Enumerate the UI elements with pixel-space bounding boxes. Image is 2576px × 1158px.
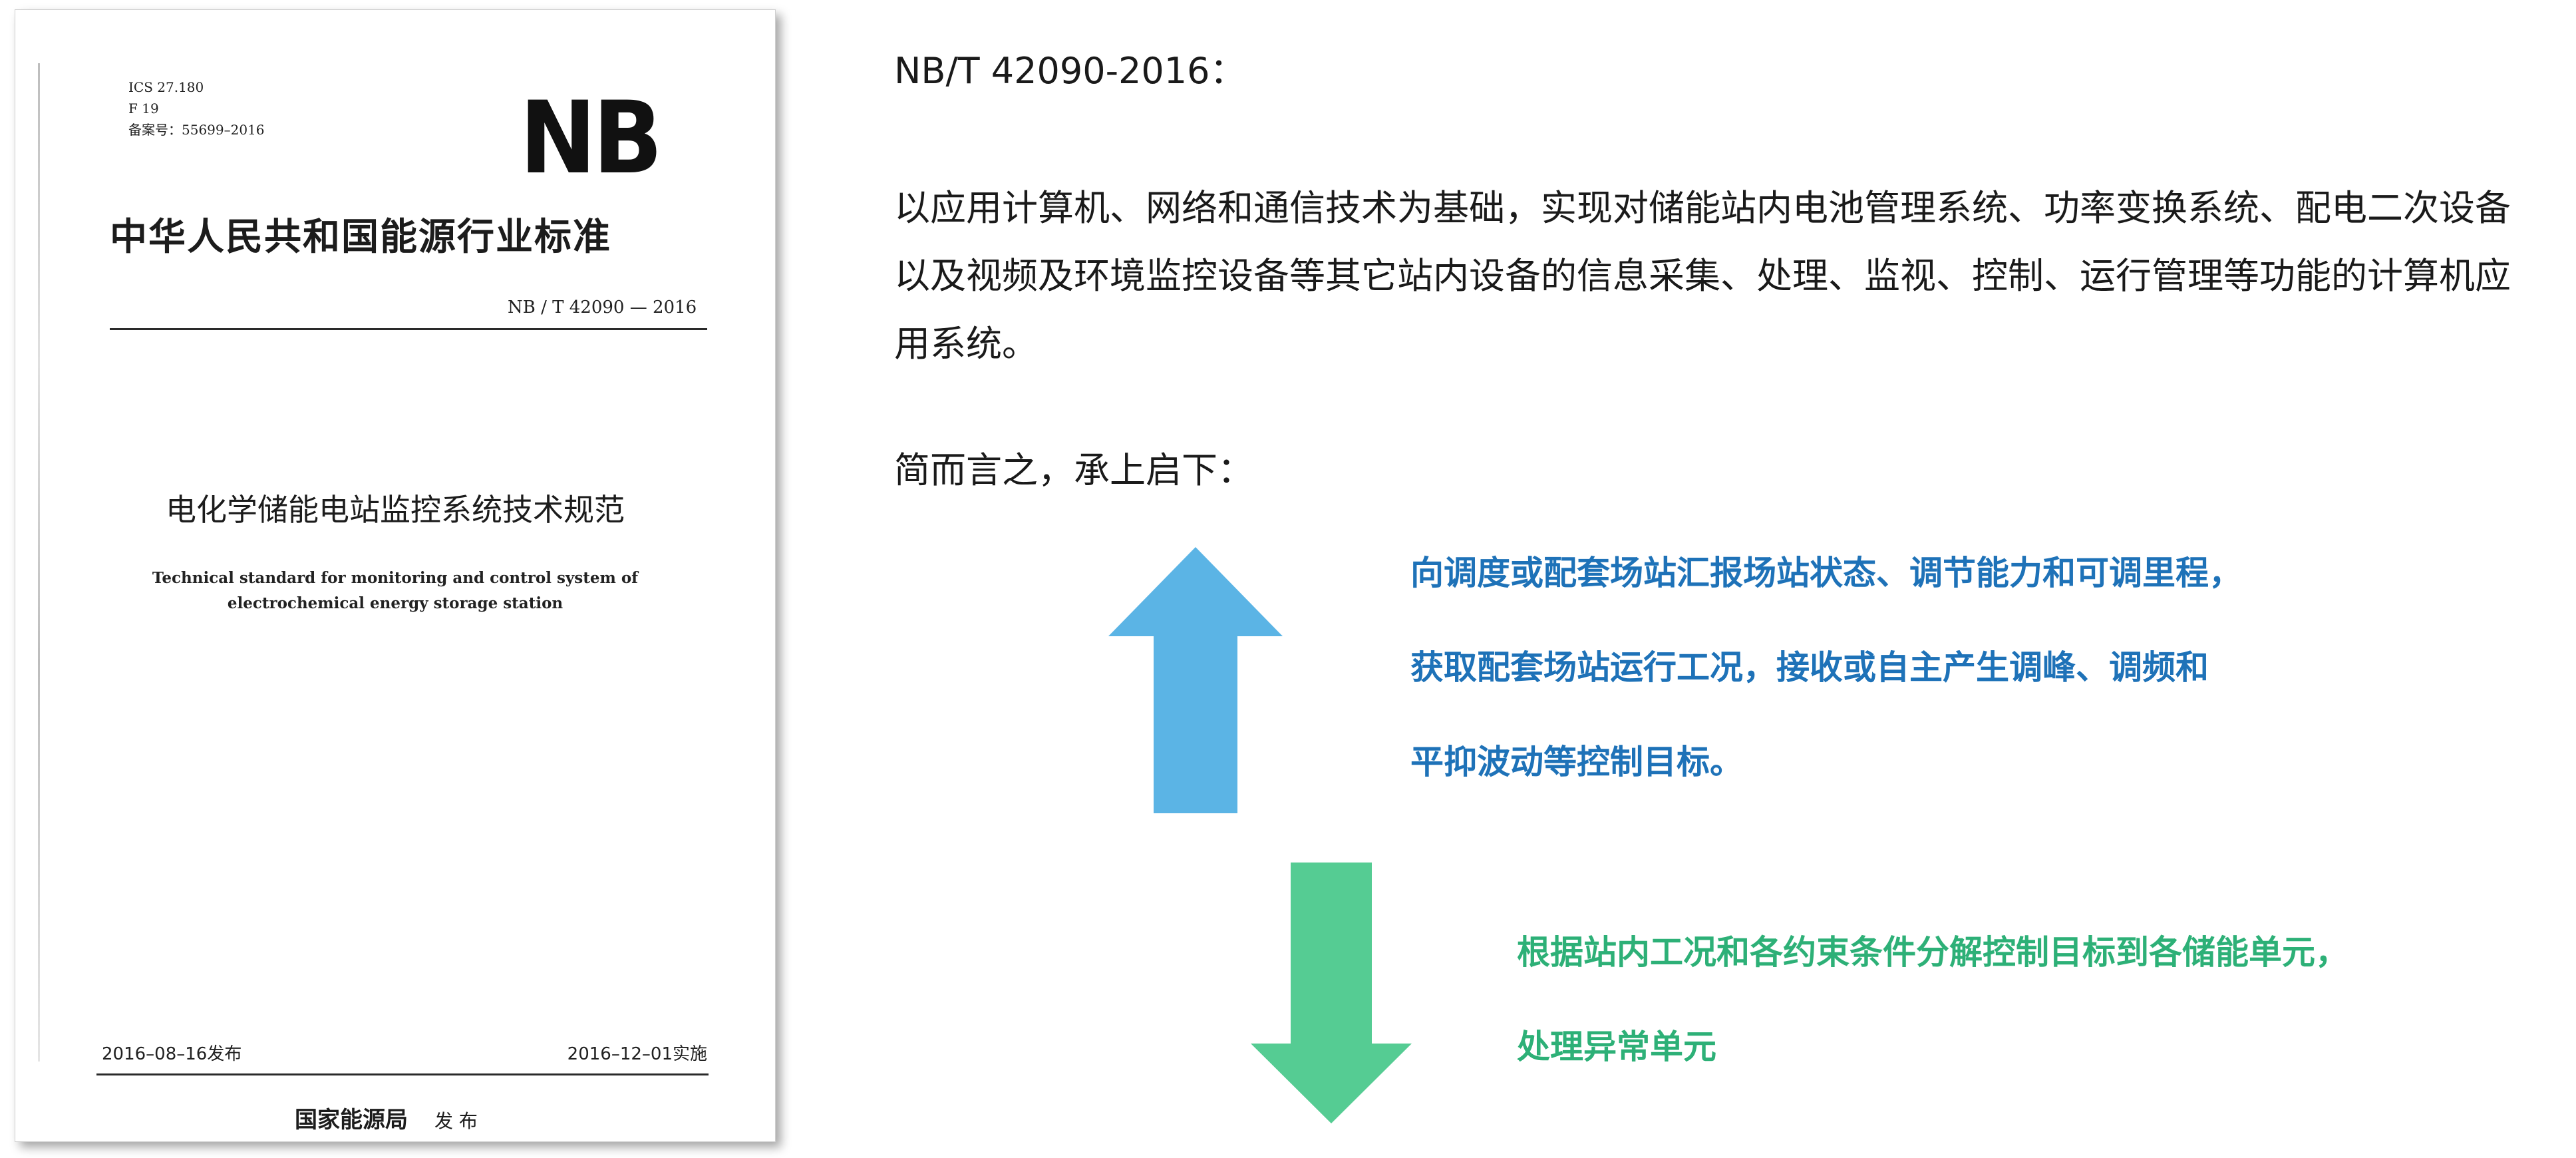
cover-title-cn: 电化学储能电站监控系统技术规范 (166, 492, 625, 528)
cover-rule-bottom (96, 1073, 709, 1075)
issuer: 国家能源局 发 布 (295, 1101, 478, 1134)
issuer-name: 国家能源局 (295, 1107, 408, 1133)
publish-label: 发 布 (434, 1110, 478, 1132)
class-code: F 19 (128, 100, 159, 116)
nb-logo: NB (520, 81, 663, 196)
cover-rule-top (110, 328, 707, 330)
standard-heading: NB/T 42090-2016： (894, 50, 1246, 92)
definition-line: 用系统。 (894, 323, 1038, 365)
arrow-up-icon (1108, 547, 1283, 813)
cover-meta: ICS 27.180 F 19 备案号：55699–2016 (128, 77, 265, 140)
organization-title: 中华人民共和国能源行业标准 (110, 215, 611, 259)
cover-title-en-line: electrochemical energy storage station (227, 594, 564, 612)
arrow-down-icon (1251, 863, 1412, 1123)
upward-line: 向调度或配套场站汇报场站状态、调节能力和可调里程， (1410, 554, 2242, 592)
definition-line: 以及视频及环境监控设备等其它站内设备的信息采集、处理、监视、控制、运行管理等功能… (894, 255, 2511, 297)
downward-line: 处理异常单元 (1517, 1028, 1716, 1066)
downward-line: 根据站内工况和各约束条件分解控制目标到各储能单元， (1517, 933, 2348, 972)
definition-paragraph: 以应用计算机、网络和通信技术为基础，实现对储能站内电池管理系统、功率变换系统、配… (894, 174, 2561, 378)
downward-functions: 根据站内工况和各约束条件分解控制目标到各储能单元， 处理异常单元 (1517, 905, 2348, 1094)
standard-cover: ICS 27.180 F 19 备案号：55699–2016 NB 中华人民共和… (15, 9, 776, 1142)
issue-date: 2016–08–16发布 (102, 1044, 242, 1064)
binding-edge (38, 63, 40, 1062)
cover-title-en: Technical standard for monitoring and co… (15, 566, 775, 616)
record-number: 备案号：55699–2016 (128, 122, 265, 138)
cover-dates: 2016–08–16发布 2016–12–01实施 (102, 1040, 707, 1065)
standard-number: NB / T 42090 — 2016 (508, 297, 697, 317)
upward-functions: 向调度或配套场站汇报场站状态、调节能力和可调里程， 获取配套场站运行工况，接收或… (1410, 526, 2242, 809)
cover-title-en-line: Technical standard for monitoring and co… (152, 569, 639, 587)
effective-date: 2016–12–01实施 (567, 1044, 707, 1064)
definition-line: 以应用计算机、网络和通信技术为基础，实现对储能站内电池管理系统、功率变换系统、配… (894, 187, 2511, 229)
upward-line: 获取配套场站运行工况，接收或自主产生调峰、调频和 (1410, 648, 2209, 687)
summary-line: 简而言之，承上启下： (894, 449, 1253, 491)
upward-line: 平抑波动等控制目标。 (1410, 743, 1743, 781)
ics-code: ICS 27.180 (128, 79, 204, 95)
